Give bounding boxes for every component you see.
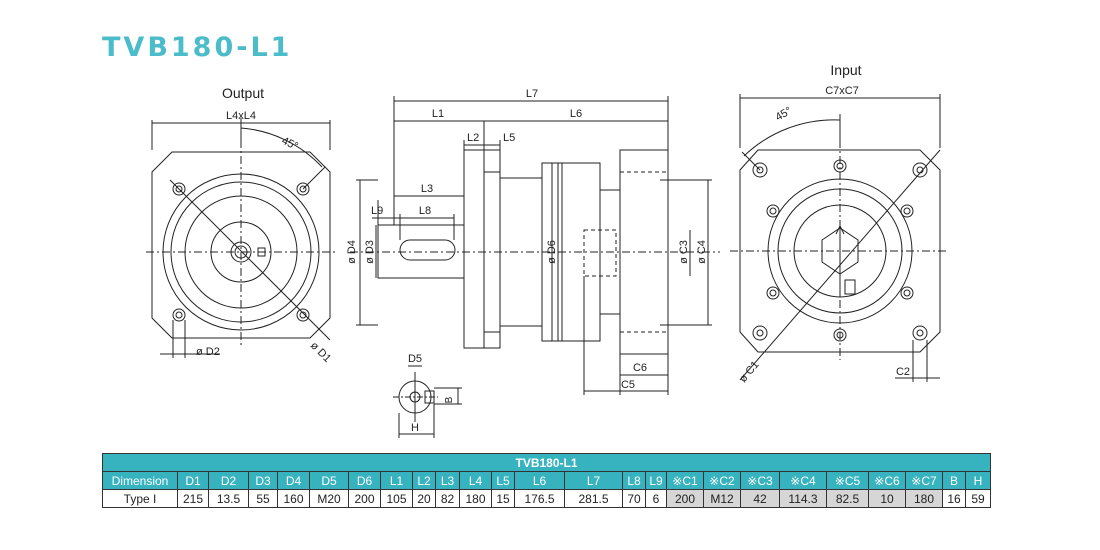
- input-flange-view: [730, 94, 948, 382]
- header-cell: ※C2: [703, 471, 741, 490]
- header-cell: ※C7: [905, 471, 943, 490]
- dim-angle-output: 45°: [280, 135, 300, 153]
- table-cell: 20: [412, 489, 436, 508]
- dim-H: H: [411, 422, 419, 434]
- table-cell: 200: [348, 489, 381, 508]
- table-cell: 16: [942, 489, 966, 508]
- dim-D4: ø D4: [346, 240, 358, 264]
- dim-D5: D5: [408, 353, 422, 365]
- header-cell: L1: [380, 471, 413, 490]
- dim-L4xL4: L4xL4: [226, 110, 256, 122]
- table-cell: M12: [703, 489, 741, 508]
- gearbox-technical-drawing: Output L4xL4 45° ø D2 ø D1 L7 L1 L6 L2 L…: [146, 62, 948, 438]
- table-cell: 114.3: [779, 489, 827, 508]
- table-row: Type I 215 13.5 55 160 M20 200 105 20 82…: [102, 489, 991, 508]
- table-cell: M20: [309, 489, 349, 508]
- table-cell: 70: [622, 489, 646, 508]
- header-cell: L3: [435, 471, 460, 490]
- header-cell: D4: [277, 471, 310, 490]
- header-cell: H: [965, 471, 991, 490]
- dim-L8: L8: [419, 205, 431, 217]
- header-cell: L5: [491, 471, 515, 490]
- table-cell: 55: [248, 489, 278, 508]
- header-cell: D2: [208, 471, 249, 490]
- dim-angle-input: 45°: [774, 105, 794, 124]
- table-cell: 82.5: [826, 489, 869, 508]
- table-header-row: Dimension D1 D2 D3 D4 D5 D6 L1 L2 L3 L4 …: [102, 471, 991, 490]
- dim-L6: L6: [570, 108, 582, 120]
- side-view: [350, 96, 720, 395]
- table-cell: Type I: [102, 489, 178, 508]
- dim-L7: L7: [526, 88, 538, 100]
- table-cell: 281.5: [564, 489, 623, 508]
- dim-C5: C5: [621, 379, 635, 391]
- header-cell: L9: [645, 471, 667, 490]
- header-cell: L6: [514, 471, 565, 490]
- header-cell: L7: [564, 471, 623, 490]
- dim-L3: L3: [421, 183, 433, 195]
- dim-C3: ø C3: [678, 240, 690, 264]
- output-label: Output: [222, 85, 264, 101]
- dim-C7xC7: C7xC7: [825, 85, 859, 97]
- dim-D3: ø D3: [364, 240, 376, 264]
- table-cell: 176.5: [514, 489, 565, 508]
- header-cell: L4: [459, 471, 492, 490]
- table-cell: 59: [965, 489, 991, 508]
- header-cell: D3: [248, 471, 278, 490]
- header-cell: ※C5: [826, 471, 869, 490]
- output-flange-view: [146, 118, 336, 358]
- table-cell: 10: [868, 489, 906, 508]
- dim-L1: L1: [432, 108, 444, 120]
- table-cell: 13.5: [208, 489, 249, 508]
- input-label: Input: [830, 62, 861, 78]
- dim-C2: C2: [896, 366, 910, 378]
- header-cell: Dimension: [102, 471, 178, 490]
- header-cell: ※C1: [666, 471, 704, 490]
- header-cell: ※C6: [868, 471, 906, 490]
- spec-table: TVB180-L1 Dimension D1 D2 D3 D4 D5 D6 L1…: [102, 453, 991, 508]
- header-cell: ※C3: [740, 471, 780, 490]
- table-cell: 160: [277, 489, 310, 508]
- dim-D6: ø D6: [546, 240, 558, 264]
- table-cell: 105: [380, 489, 413, 508]
- dim-L5: L5: [503, 132, 515, 144]
- header-cell: L2: [412, 471, 436, 490]
- table-title: TVB180-L1: [102, 453, 991, 472]
- table-cell: 82: [435, 489, 460, 508]
- dim-D1: ø D1: [308, 340, 333, 365]
- header-cell: D1: [177, 471, 209, 490]
- table-cell: 215: [177, 489, 209, 508]
- header-cell: B: [942, 471, 966, 490]
- dim-C6: C6: [633, 362, 647, 374]
- dim-L9: L9: [371, 205, 383, 217]
- dim-L2: L2: [467, 132, 479, 144]
- dim-C4: ø C4: [696, 240, 708, 264]
- table-cell: 6: [645, 489, 667, 508]
- table-cell: 180: [905, 489, 943, 508]
- header-cell: ※C4: [779, 471, 827, 490]
- header-cell: L8: [622, 471, 646, 490]
- table-cell: 200: [666, 489, 704, 508]
- header-cell: D5: [309, 471, 349, 490]
- table-cell: 180: [459, 489, 492, 508]
- table-cell: 42: [740, 489, 780, 508]
- header-cell: D6: [348, 471, 381, 490]
- dim-C1: ø C1: [737, 359, 762, 385]
- shaft-key-detail: [393, 365, 462, 438]
- table-cell: 15: [491, 489, 515, 508]
- dim-D2: ø D2: [196, 346, 220, 358]
- table-title-row: TVB180-L1: [102, 453, 991, 472]
- page-title: TVB180-L1: [102, 32, 293, 63]
- dim-B: B: [444, 396, 455, 403]
